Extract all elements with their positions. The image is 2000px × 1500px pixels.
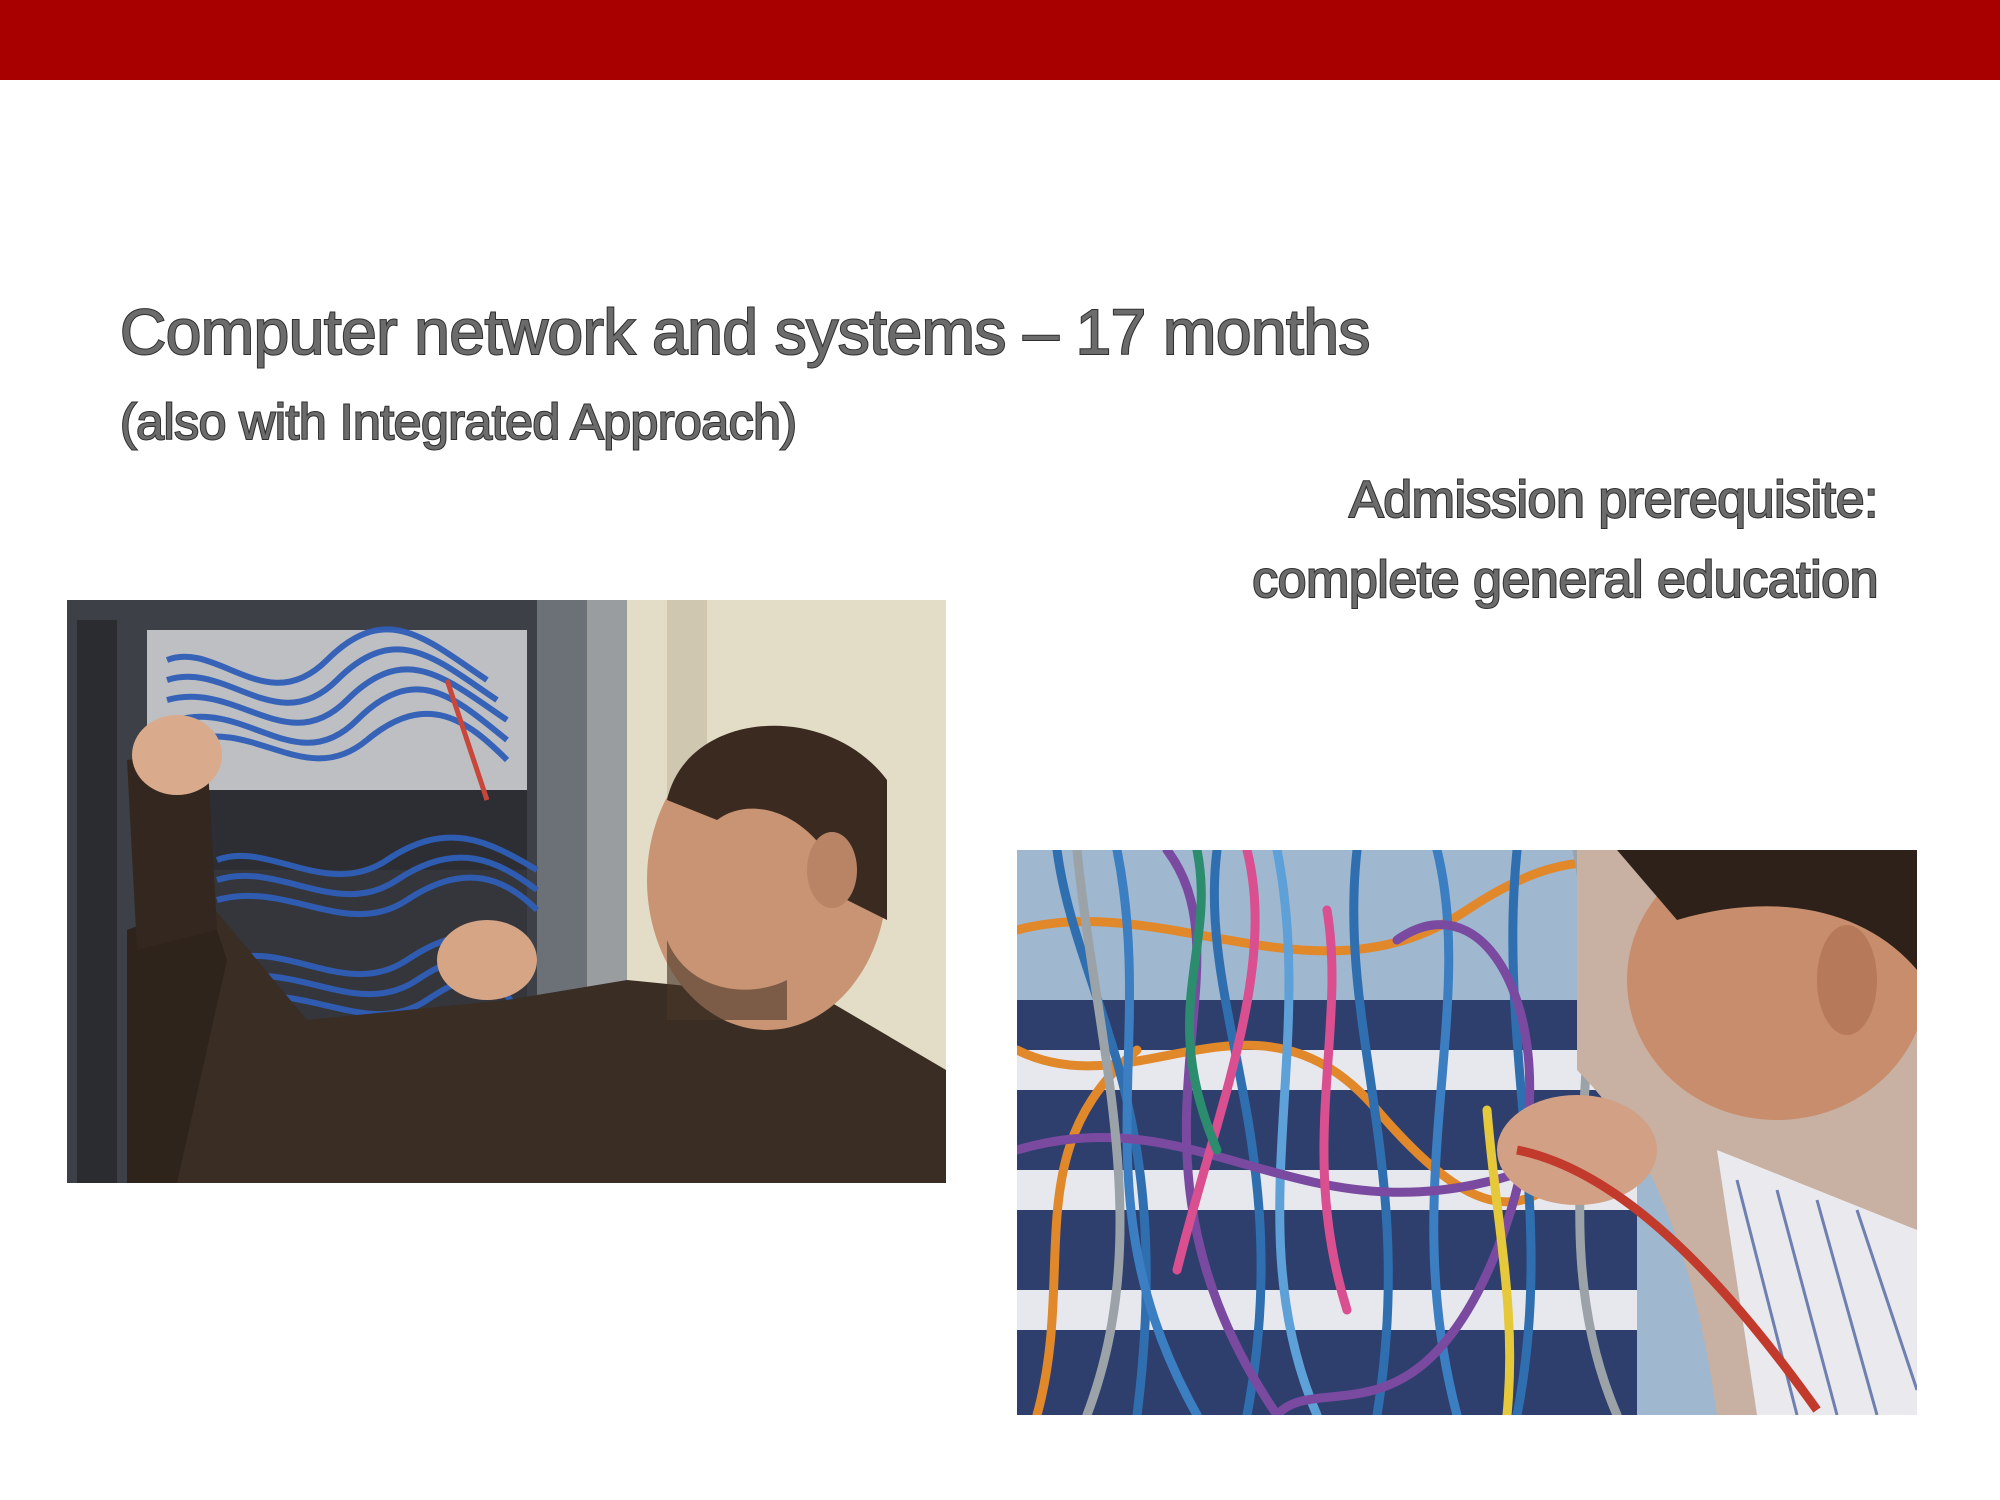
prerequisite-value: complete general education: [1251, 550, 1879, 610]
slide-title: Computer network and systems – 17 months: [119, 295, 1371, 369]
slide-subtitle: (also with Integrated Approach): [119, 393, 798, 451]
prerequisite-label: Admission prerequisite:: [1348, 470, 1879, 530]
network-cables-photo: [1017, 850, 1917, 1415]
header-bar: [0, 0, 2000, 80]
server-rack-photo: [67, 600, 946, 1183]
